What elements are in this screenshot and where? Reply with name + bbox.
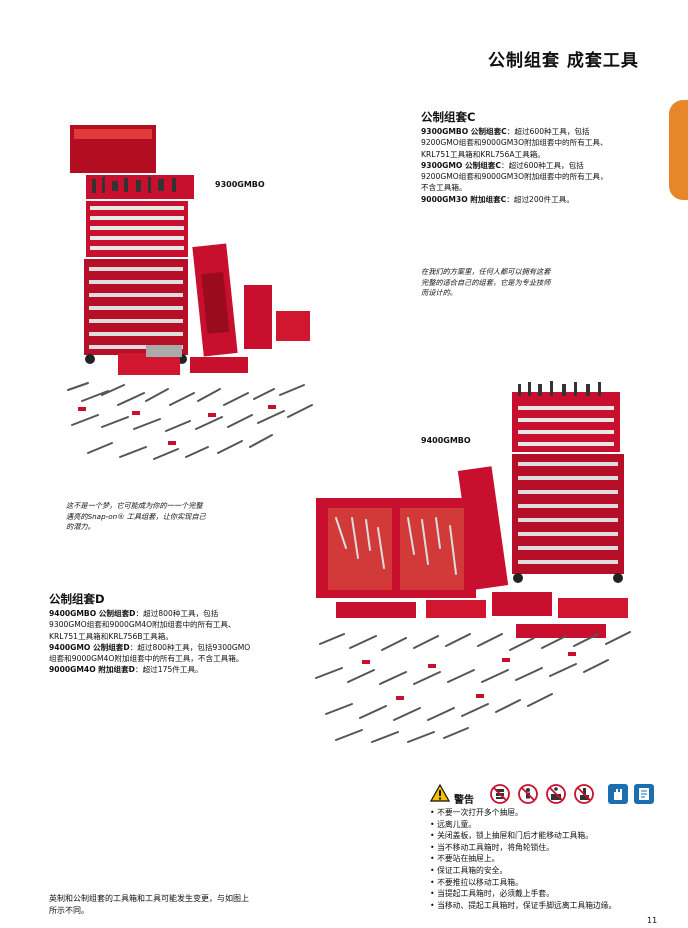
set-d-line-4: 9400GMO 公制组套D：超过800种工具，包括9300GMO [49, 642, 251, 652]
warning-item: 不要站在抽屉上。 [430, 853, 616, 865]
set-c-line-1: 9300GMBO 公制组套C：超过600种工具，包括 [421, 127, 590, 136]
caption-professional: 在我们的方案里，任何人都可以拥有这套 完整的适合自己的组套，它是为专业技师 而设… [421, 267, 551, 297]
set-c-line-2: 9200GMO组套和9000GM3O附加组套中的所有工具、 [421, 138, 608, 148]
set-d-line-5: 组套和9000GM4O附加组套中的所有工具，不含工具箱。 [49, 654, 244, 664]
set-c-line-6: 不含工具箱。 [421, 183, 467, 193]
warning-item: 保证工具箱的安全。 [430, 865, 616, 877]
set-c-line-3: KRL751工具箱和KRL756A工具箱。 [421, 149, 545, 159]
no-children-icon [518, 784, 538, 804]
stacked-drawers-icon [490, 784, 510, 804]
model-label-9300gmbo: 9300GMBO [215, 180, 265, 189]
footnote: 英制和公制组套的工具箱和工具可能发生变更，与如图上 所示不同。 [49, 894, 249, 915]
model-label-9400gmbo: 9400GMBO [421, 436, 471, 445]
no-climbing-icon [546, 784, 566, 804]
warning-item: 远离儿童。 [430, 819, 616, 831]
no-standing-icon [574, 784, 594, 804]
set-d-line-2: 9300GMO组套和9000GM4O附加组套中的所有工具、 [49, 620, 236, 630]
warning-item: 关闭盖板，锁上抽屉和门后才能移动工具箱。 [430, 830, 616, 842]
warning-item: 当提起工具箱时，必须戴上手套。 [430, 888, 616, 900]
page-title: 公制组套 成套工具 [488, 51, 639, 71]
set-c-description: 9300GMBO 公制组套C：超过600种工具，包括 9200GMO组套和900… [421, 126, 608, 205]
section-tab [669, 100, 688, 200]
warning-list: 不要一次打开多个抽屉。 远离儿童。 关闭盖板，锁上抽屉和门后才能移动工具箱。 当… [430, 807, 616, 911]
warning-item: 当移动、提起工具箱时，保证手脚远离工具箱边缘。 [430, 900, 616, 912]
set-c-line-4: 9300GMO 公制组套C：超过600种工具，包括 [421, 160, 584, 170]
product-photo-9300gmbo [58, 105, 328, 470]
warning-item: 当不移动工具箱时，将角轮锁住。 [430, 842, 616, 854]
warning-triangle-icon [429, 783, 451, 802]
warning-title: 警告 [454, 795, 474, 806]
warning-item: 不要推拉以移动工具箱。 [430, 877, 616, 889]
wear-gloves-icon [608, 784, 628, 804]
set-d-line-3: KRL751工具箱和KRL756B工具箱。 [49, 631, 173, 641]
set-d-line-6: 9000GM4O 附加组套D：超过175件工具。 [49, 665, 203, 675]
set-c-heading: 公制组套C [421, 110, 476, 124]
product-photo-9400gmbo [306, 378, 646, 750]
warning-item: 不要一次打开多个抽屉。 [430, 807, 616, 819]
page-number: 11 [647, 916, 658, 925]
set-c-line-7: 9000GM3O 附加组套C：超过200件工具。 [421, 194, 574, 204]
read-manual-icon [634, 784, 654, 804]
set-d-heading: 公制组套D [49, 592, 105, 606]
set-d-line-1: 9400GMBO 公制组套D：超过800种工具，包括 [49, 609, 219, 618]
set-d-description: 9400GMBO 公制组套D：超过800种工具，包括 9300GMO组套和900… [49, 608, 250, 676]
caption-dream: 这不是一个梦，它可能成为你的一一个完整 遇亮的Snap-on® 工具组套，让你实… [66, 501, 206, 531]
set-c-line-5: 9200GMO组套和9000GM3O附加组套中的所有工具， [421, 172, 608, 182]
